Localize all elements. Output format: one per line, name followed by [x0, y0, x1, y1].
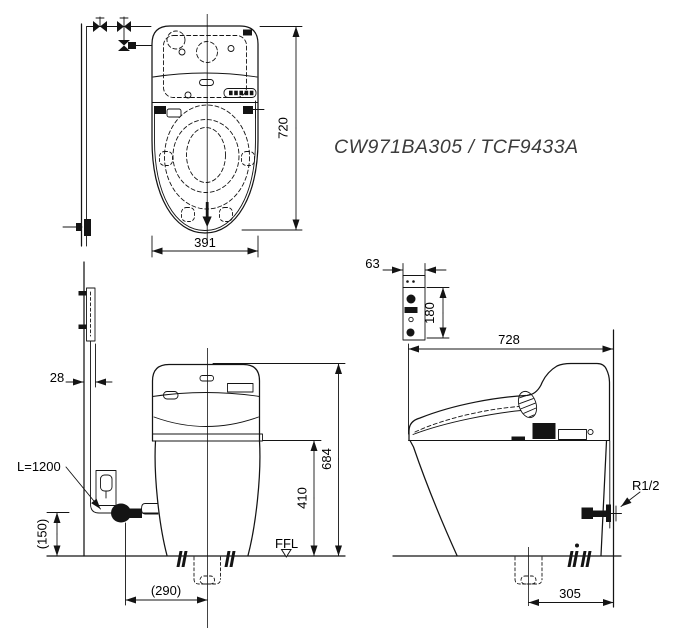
water-thread-callout: R1/2 [620, 478, 659, 507]
plug-body [111, 503, 142, 523]
dim-label-28: 28 [50, 370, 64, 385]
seat-hinge-top [151, 100, 265, 119]
bowl-rim-inner-line [154, 107, 256, 231]
label-ffl: FFL [275, 536, 298, 551]
flush-button [199, 79, 214, 86]
tank-lid-details [152, 29, 258, 99]
vent-grille [223, 88, 257, 98]
dimension-391: 391 [151, 235, 259, 258]
floor-finish-level-marker: FFL [275, 536, 298, 558]
toilet-side-outline [408, 362, 611, 557]
seat-hidden-outline [159, 104, 255, 222]
dim-label-720: 720 [276, 117, 291, 139]
dim-label-63: 63 [365, 256, 379, 271]
dimension-180: 180 [422, 287, 450, 339]
cord-length-callout: L=1200 [17, 459, 101, 510]
wall-supply-unit-edge [78, 287, 96, 342]
wall-flange [62, 219, 91, 236]
dim-label-150: (150) [35, 519, 50, 549]
dimension-305: 305 [528, 586, 614, 606]
water-supply-valve [581, 504, 622, 522]
front-panel [227, 383, 254, 393]
front-view: 28 L=1200 (150) [17, 261, 346, 628]
dimension-28: 28 [50, 343, 113, 388]
label-r-half: R1/2 [632, 478, 659, 493]
wall-supply-unit-side [402, 275, 426, 341]
dim-label-410: 410 [295, 487, 310, 509]
dimension-684: 684 [212, 363, 346, 557]
dimension-410: 410 [262, 440, 322, 557]
top-view: 720 391 [62, 14, 303, 258]
dimension-720: 720 [241, 26, 303, 231]
drain-hidden-front [193, 556, 221, 585]
power-cord [90, 340, 159, 514]
stop-valve-assembly [86, 16, 153, 51]
dim-label-305: 305 [559, 586, 581, 601]
dim-label-180: 180 [422, 302, 437, 324]
dim-label-290: (290) [151, 583, 181, 598]
model-number-title: CW971BA305 / TCF9433A [334, 136, 579, 158]
floor-anchors-front [176, 551, 236, 567]
power-outlet [95, 470, 117, 506]
seat-hinge-section [517, 390, 538, 419]
floor-anchors-side [567, 551, 592, 567]
dimension-728: 728 [408, 332, 614, 435]
dim-label-684: 684 [319, 448, 334, 470]
dimension-63: 63 [365, 256, 447, 279]
dimension-290: (290) [125, 522, 208, 606]
front-button [199, 375, 214, 382]
side-view: 63 180 728 [365, 256, 659, 608]
toilet-top-outline [151, 25, 259, 234]
toilet-front-outline [141, 363, 263, 557]
dim-label-728: 728 [498, 332, 520, 347]
dimension-150: (150) [35, 512, 70, 557]
dim-label-391: 391 [194, 235, 216, 250]
label-cord-length: L=1200 [17, 459, 61, 474]
control-unit-box [532, 423, 556, 439]
